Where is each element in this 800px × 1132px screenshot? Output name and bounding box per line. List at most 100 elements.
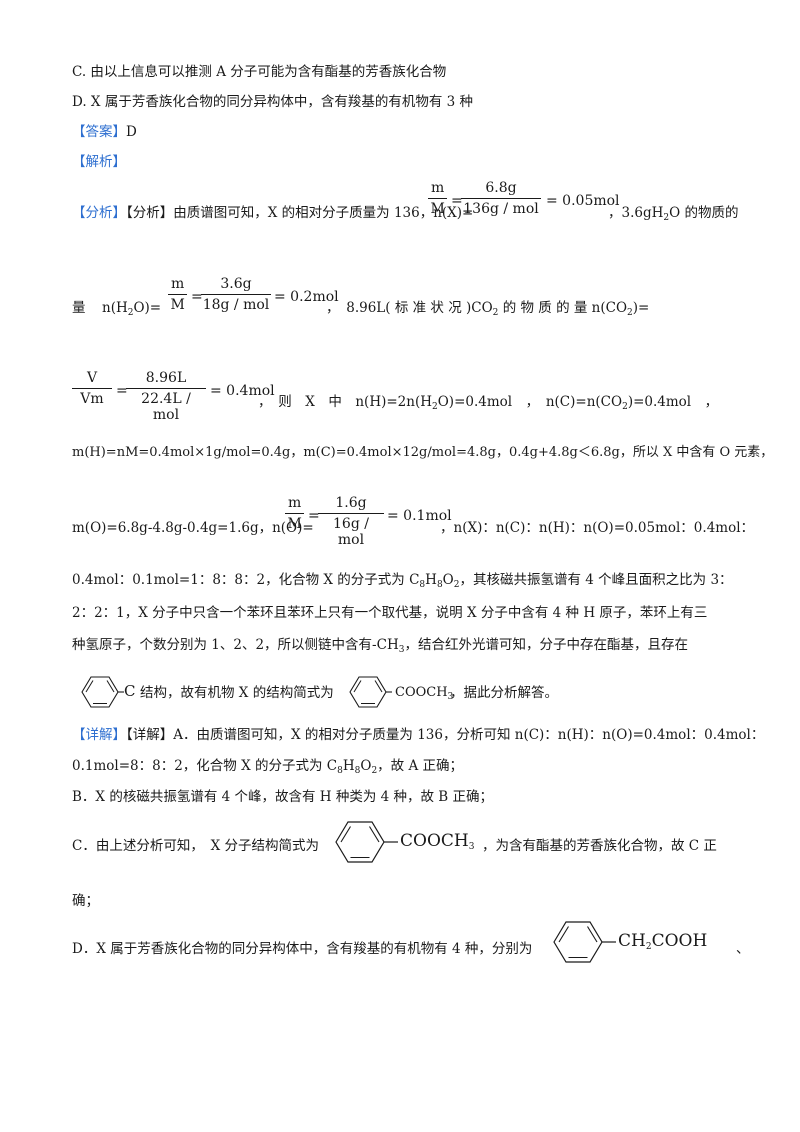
subscript: 3	[447, 692, 454, 702]
text: ，结合红外光谱可知，分子中存在酯基，且存在	[404, 637, 688, 653]
benzene-ring-icon	[335, 821, 398, 863]
frac4-result: = 0.1mol	[387, 508, 452, 524]
text: H	[425, 572, 437, 588]
frac-num: m	[428, 180, 448, 199]
equals-sign: =	[451, 193, 463, 209]
option-c: C. 由以上信息可以推测 A 分子可能为含有酯基的芳香族化合物	[72, 64, 447, 80]
fraction-m-over-M-4: m M	[285, 495, 305, 532]
frac2-result: = 0.2mol	[274, 289, 339, 305]
text: 0.1mol=8：8：2，化合物 X 的分子式为 C	[72, 758, 338, 774]
frac-num: 3.6g	[201, 276, 271, 295]
ratio-line-2: 2：2：1，X 分子中只含一个苯环且苯环上只有一个取代基，说明 X 分子中含有 …	[72, 605, 708, 621]
text: O)=	[133, 300, 162, 316]
struct-mid-text: 结构，故有机物 X 的结构简式为	[140, 685, 334, 701]
nh2o-text: n(H2O)=	[102, 298, 161, 318]
text: O 的物质的	[669, 205, 739, 221]
ratio-line-3: 种氢原子，个数分别为 1、2、2，所以侧链中含有-CH3，结合红外光谱可知，分子…	[72, 635, 688, 655]
frac3-result: = 0.4mol	[210, 383, 275, 399]
detail-a-line-2: 0.1mol=8：8：2，化合物 X 的分子式为 C8H8O2，故 A 正确；	[72, 756, 463, 776]
struct-end-text: ，据此分析解答。	[450, 685, 558, 701]
then-text: ， 则 X 中 n(H)=2n(H2O)=0.4mol ， n(C)=n(CO2…	[258, 392, 718, 412]
detail-a-line-1: 【详解】【详解】A．由质谱图可知，X 的相对分子质量为 136，分析可知 n(C…	[72, 725, 764, 745]
subscript: 2	[622, 402, 628, 412]
subscript: 8	[419, 580, 426, 590]
detail-d-sep: 、	[736, 941, 750, 957]
fenxi-intro-text: 【分析】由质谱图可知，X 的相对分子质量为 136，n(X)=	[126, 205, 474, 221]
benzene-ring-icon	[349, 676, 392, 708]
detail-c-end: 确；	[72, 893, 99, 909]
frac-den: M	[430, 201, 445, 217]
fraction-volume: 8.96L 22.4L / mol	[126, 370, 206, 423]
answer-tag: 【答案】	[72, 124, 126, 140]
text: H	[342, 758, 355, 774]
text: )=	[632, 300, 650, 316]
subscript: 8	[354, 766, 361, 776]
analysis-tag: 【解析】	[72, 154, 126, 170]
text: )=0.4mol ，	[627, 394, 719, 410]
text: O)=0.4mol ， n(C)=n(CO	[437, 394, 623, 410]
detail-c-formula: COOCH3	[400, 831, 475, 852]
text: CH	[618, 931, 646, 951]
subscript: 3	[468, 842, 475, 852]
frac1-result: = 0.05mol	[546, 193, 620, 209]
text: ， 8.96L( 标 准 状 况 )CO	[326, 300, 493, 316]
detail-c-pre: C．由上述分析可知， X 分子结构简式为	[72, 838, 319, 854]
detail-d-formula: CH2COOH	[618, 931, 708, 952]
subscript: 3	[398, 645, 405, 655]
frac-num: V	[72, 370, 112, 389]
text: O	[442, 572, 454, 588]
struct-c: C	[124, 682, 136, 700]
text: n(H	[102, 300, 128, 316]
frac-num: 1.6g	[318, 495, 384, 514]
fenxi-intro: 【分析】【分析】由质谱图可知，X 的相对分子质量为 136，n(X)=	[72, 203, 473, 223]
struct-cooch3: COOCH3	[395, 683, 453, 703]
equals-sign: =	[308, 508, 320, 524]
frac-num: 6.8g	[461, 180, 541, 199]
text: ，3.6gH	[608, 205, 664, 221]
text: ，其核磁共振氢谱有 4 个峰且面积之比为 3：	[459, 572, 733, 588]
text: ， 则 X 中 n(H)=2n(H	[258, 394, 432, 410]
text: 的 物 质 的 量 n(CO	[498, 300, 628, 316]
subscript: 8	[337, 766, 343, 776]
text: O	[360, 758, 372, 774]
subscript: 2	[127, 308, 134, 318]
subscript: 2	[645, 942, 652, 952]
detail-tag: 【详解】	[72, 727, 126, 743]
text: COOH	[651, 931, 708, 951]
fenxi-tag: 【分析】	[72, 205, 126, 221]
subscript: 2	[627, 308, 633, 318]
frac-num: m	[285, 495, 305, 514]
frac-den: 22.4L / mol	[141, 391, 191, 423]
liang-text: 量	[72, 300, 86, 316]
equals-sign: =	[116, 383, 128, 399]
subscript: 2	[371, 766, 378, 776]
benzene-ring-icon	[553, 921, 616, 963]
fraction-V-over-Vm: V Vm	[72, 370, 112, 407]
frac-num: m	[168, 276, 188, 295]
frac-den: Vm	[80, 391, 104, 407]
answer-line: 【答案】D	[72, 122, 137, 142]
text: 0.4mol：0.1mol=1：8：8：2，化合物 X 的分子式为 C	[72, 572, 420, 588]
answer-value: D	[126, 124, 137, 140]
frac-den: M	[287, 516, 302, 532]
equals-sign: =	[191, 289, 203, 305]
frac-den: M	[170, 297, 185, 313]
mass-calc-line: m(H)=nM=0.4mol×1g/mol=0.4g，m(C)=0.4mol×1…	[72, 445, 774, 460]
text: 【详解】A．由质谱图可知，X 的相对分子质量为 136，分析可知 n(C)：n(…	[126, 727, 765, 743]
fraction-m-over-M-1: m M	[428, 180, 448, 217]
frac-num: 8.96L	[126, 370, 206, 389]
subscript: 2	[663, 213, 670, 223]
frac-den: 18g / mol	[202, 297, 270, 313]
benzene-ring-icon	[81, 676, 124, 708]
detail-c-post: ，为含有酯基的芳香族化合物，故 C 正	[482, 838, 717, 854]
frac-den: 136g / mol	[463, 201, 539, 217]
subscript: 2	[492, 308, 499, 318]
text: 种氢原子，个数分别为 1、2、2，所以侧链中含有-CH	[72, 637, 399, 653]
ratio-line-1: 0.4mol：0.1mol=1：8：8：2，化合物 X 的分子式为 C8H8O2…	[72, 570, 733, 590]
fraction-mass-2: 3.6g 18g / mol	[201, 276, 271, 313]
co2-text: ， 8.96L( 标 准 状 况 )CO2 的 物 质 的 量 n(CO2)=	[326, 298, 649, 318]
subscript: 2	[432, 402, 438, 412]
fraction-mass-4: 1.6g 16g / mol	[318, 495, 384, 548]
fraction-m-over-M-2: m M	[168, 276, 188, 313]
fraction-mass-1: 6.8g 136g / mol	[461, 180, 541, 217]
